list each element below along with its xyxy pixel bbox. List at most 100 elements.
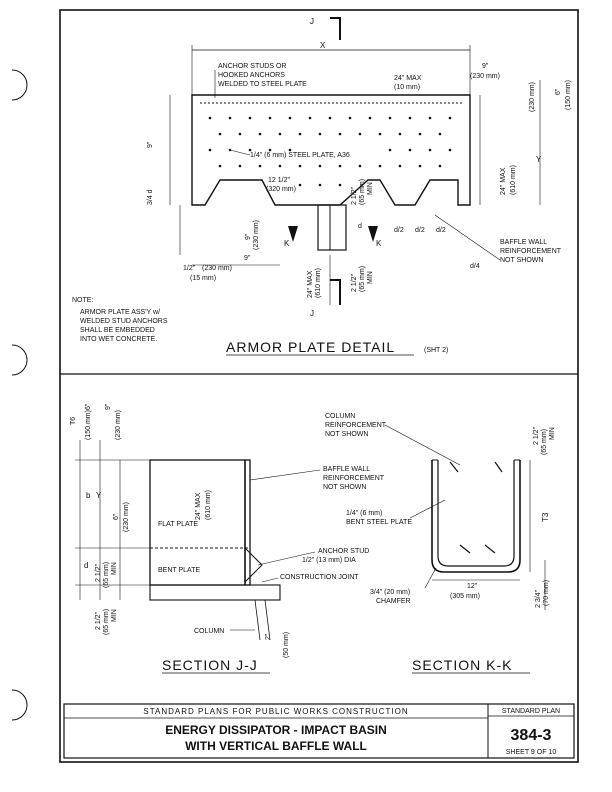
armor-9-dim: 9"	[482, 63, 489, 70]
armor-12half-dim: 12 1/2"	[268, 177, 290, 184]
armor-d2-c: d/2	[436, 227, 446, 234]
armor-note-1: NOTE:	[72, 297, 93, 304]
kk-70mm: (70 mm)	[543, 580, 550, 606]
armor-d4: d/4	[470, 263, 480, 270]
jj-65mm: (65 mm)	[103, 562, 110, 588]
stud-dots	[208, 116, 452, 187]
jj-low-65mm: (65 mm)	[103, 609, 110, 635]
armor-10mm-dim: (10 mm)	[394, 84, 420, 91]
jj-b: b	[86, 491, 91, 500]
armor-230-dim: (230 mm)	[470, 73, 500, 80]
jj-baffle-3: NOT SHOWN	[323, 484, 366, 491]
armor-baffle-3: NOT SHOWN	[500, 257, 543, 264]
armor-212-vert: 2 1/2"	[351, 186, 358, 205]
armor-note-2: ARMOR PLATE ASS'Y w/	[80, 309, 160, 316]
jj-24max: 24" MAX	[195, 492, 202, 520]
armor-y-dim: Y	[536, 155, 542, 164]
kk-12in: 12"	[467, 583, 478, 590]
kk-col-reinf-3: NOT SHOWN	[325, 431, 368, 438]
armor-bot-9: 9"	[244, 255, 251, 262]
armor-k-right: K	[376, 239, 382, 248]
armor-note-3: WELDED STUD ANCHORS	[80, 318, 168, 325]
armor-plate-outline	[191, 94, 471, 206]
jj-bent-plate: BENT PLATE	[158, 567, 200, 574]
section-j-bottom-marker: J	[310, 309, 314, 318]
binder-holes	[11, 69, 28, 721]
armor-9in-b-vert: 9"	[245, 233, 252, 240]
armor-baffle-1: BAFFLE WALL	[500, 239, 547, 246]
jj-50mm: (50 mm)	[283, 632, 290, 658]
kk-col-reinf-1: COLUMN	[325, 413, 355, 420]
armor-anchor-label-2: HOOKED ANCHORS	[218, 72, 285, 79]
sheet-border	[59, 9, 579, 763]
jj-150mm: (150 mm)	[85, 410, 92, 440]
armor-d-label: d	[358, 223, 362, 230]
armor-230mm-vert: (230 mm)	[529, 82, 536, 112]
armor-sheet-ref: (SHT 2)	[424, 347, 448, 354]
armor-230mm-b-vert: (230 mm)	[253, 220, 260, 250]
kk-t3: T3	[541, 512, 550, 522]
title-block-title-2: WITH VERTICAL BAFFLE WALL	[185, 739, 367, 753]
jj-low-212: 2 1/2"	[95, 611, 102, 630]
armor-k-left: K	[284, 239, 290, 248]
armor-150mm-vert: (150 mm)	[565, 80, 572, 110]
kk-bent-1: 1/4" (6 mm)	[346, 510, 382, 517]
jj-anchor-1: ANCHOR STUD	[318, 548, 369, 555]
jj-y: Y	[96, 491, 102, 500]
armor-anchor-label-3: WELDED TO STEEL PLATE	[218, 81, 307, 88]
kk-min: MIN	[549, 427, 556, 440]
kk-212: 2 1/2"	[533, 426, 540, 445]
armor-b65-vert: (65 mm)	[359, 266, 366, 292]
armor-min-vert: MIN	[367, 182, 374, 195]
jj-2in: 2"	[265, 633, 272, 640]
armor-d2-a: d/2	[394, 227, 404, 234]
armor-x-dim: X	[320, 41, 326, 50]
section-k-k: COLUMN REINFORCEMENT NOT SHOWN 1/4" (6 m…	[325, 413, 556, 674]
standard-plan-number: 384-3	[511, 727, 552, 744]
armor-320mm-dim: (320 mm)	[266, 186, 296, 193]
title-block-title-1: ENERGY DISSIPATOR - IMPACT BASIN	[165, 723, 387, 737]
armor-note-4: SHALL BE EMBEDDED	[80, 327, 155, 334]
armor-bot-12: 1/2"	[183, 265, 196, 272]
section-j-top-marker: J	[310, 17, 314, 26]
jj-212: 2 1/2"	[95, 563, 102, 582]
jj-baffle-1: BAFFLE WALL	[323, 466, 370, 473]
armor-anchor-label-1: ANCHOR STUDS OR	[218, 63, 286, 70]
jj-column: COLUMN	[194, 628, 224, 635]
standard-plan-label: STANDARD PLAN	[502, 708, 560, 715]
armor-baffle-2: REINFORCEMENT	[500, 248, 562, 255]
jj-low-min: MIN	[111, 609, 118, 622]
section-kk-title: SECTION K-K	[412, 657, 512, 673]
kk-bent-2: BENT STEEL PLATE	[346, 519, 412, 526]
jj-6in-b: 6"	[113, 513, 120, 520]
jj-baffle-2: REINFORCEMENT	[323, 475, 385, 482]
jj-footing	[149, 584, 281, 601]
armor-d2-b: d/2	[415, 227, 425, 234]
armor-b610-vert: (610 mm)	[315, 268, 322, 298]
title-block: STANDARD PLANS FOR PUBLIC WORKS CONSTRUC…	[63, 703, 575, 759]
armor-6in-vert: 6"	[555, 88, 562, 95]
title-block-header: STANDARD PLANS FOR PUBLIC WORKS CONSTRUC…	[143, 707, 408, 716]
column-outline	[317, 204, 347, 251]
jj-min: MIN	[111, 562, 118, 575]
armor-24max-vert: 24" MAX	[500, 167, 507, 195]
kk-col-reinf-2: REINFORCEMENT	[325, 422, 387, 429]
jj-230mm-b: (230 mm)	[123, 502, 130, 532]
jj-flat-plate: FLAT PLATE	[158, 521, 198, 528]
armor-9in-vert: 9"	[147, 141, 154, 148]
jj-t6: T6	[70, 417, 77, 425]
section-j-j: T6 (150 mm) 6" 9" (230 mm) b Y 24" MAX (…	[70, 403, 385, 674]
jj-anchor-2: 1/2" (13 mm) DIA	[302, 557, 356, 564]
armor-bmin-vert: MIN	[367, 271, 374, 284]
jj-6in: 6"	[85, 403, 92, 410]
armor-plate-detail-title: ARMOR PLATE DETAIL	[226, 339, 395, 355]
armor-plate-detail: ANCHOR STUDS OR HOOKED ANCHORS WELDED TO…	[72, 17, 572, 356]
kk-chamfer-2: CHAMFER	[376, 598, 411, 605]
jj-610mm: (610 mm)	[205, 490, 212, 520]
armor-34d-vert: 3/4 d	[147, 189, 154, 205]
armor-bot-15: (15 mm)	[190, 275, 216, 282]
jj-9in: 9"	[105, 403, 112, 410]
kk-234: 2 3/4"	[535, 589, 542, 608]
armor-610mm-vert: (610 mm)	[510, 165, 517, 195]
